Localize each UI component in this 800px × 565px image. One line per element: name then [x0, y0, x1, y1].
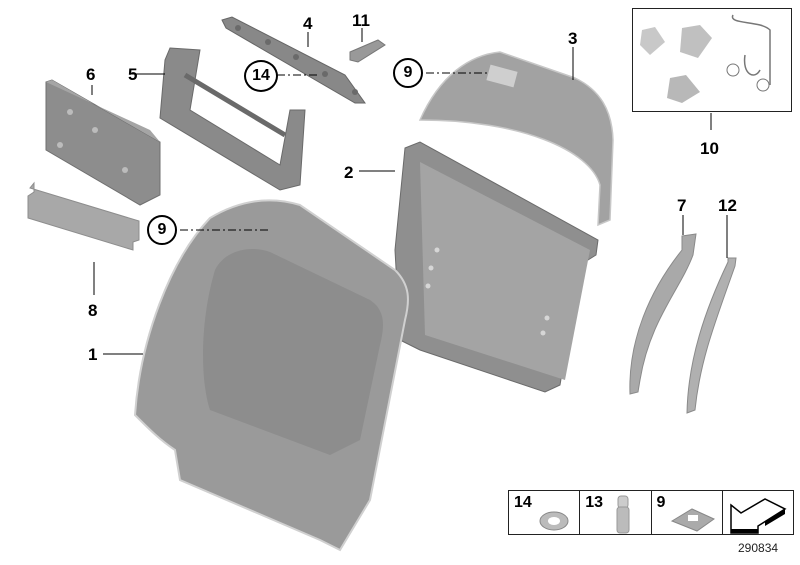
callout-3: 3	[568, 29, 578, 48]
legend-label: 14	[514, 494, 532, 511]
legend-label: 13	[585, 494, 604, 511]
star-lock-washer-icon	[539, 511, 569, 531]
callout-6: 6	[86, 65, 96, 84]
part-11-connector	[349, 39, 386, 63]
legend-cell-arrow	[723, 491, 793, 534]
part-12-side-trim	[686, 257, 737, 414]
part-2-back-panel	[394, 141, 599, 393]
part-10-inset-frame	[632, 8, 792, 112]
clip-nut-icon	[670, 508, 715, 532]
part-5-frame	[159, 47, 306, 191]
legend-cell-14: 14	[509, 491, 581, 534]
callout-10: 10	[700, 139, 719, 158]
callout-14-circled: 14	[244, 60, 278, 92]
callout-8: 8	[88, 301, 98, 320]
callout-2: 2	[344, 163, 354, 182]
stud-pin-icon	[616, 495, 630, 534]
part-4-strip	[221, 16, 366, 104]
callout-5: 5	[128, 65, 138, 84]
diagram-reference-number: 290834	[738, 541, 779, 555]
part-8-pad	[27, 181, 140, 251]
part-10-clip-kit	[640, 14, 771, 103]
fastener-legend: 14 13 9	[508, 490, 794, 535]
callout-11: 11	[352, 11, 370, 30]
leader-lines	[91, 28, 728, 355]
legend-label: 9	[656, 494, 666, 511]
callout-7: 7	[677, 196, 687, 215]
part-3-top-cover	[418, 51, 614, 227]
part-6-bracket	[45, 79, 161, 206]
part-7-side-trim	[629, 233, 697, 395]
callout-4: 4	[303, 14, 313, 33]
callout-9-circled-upper: 9	[393, 58, 423, 88]
callout-12: 12	[718, 196, 737, 215]
legend-cell-9: 9	[652, 491, 723, 534]
legend-cell-13: 13	[580, 491, 652, 534]
callout-9-circled-lower: 9	[147, 215, 177, 245]
part-1-backrest-panel	[133, 199, 409, 552]
callout-1: 1	[88, 345, 98, 364]
direction-arrow-icon	[730, 498, 787, 534]
